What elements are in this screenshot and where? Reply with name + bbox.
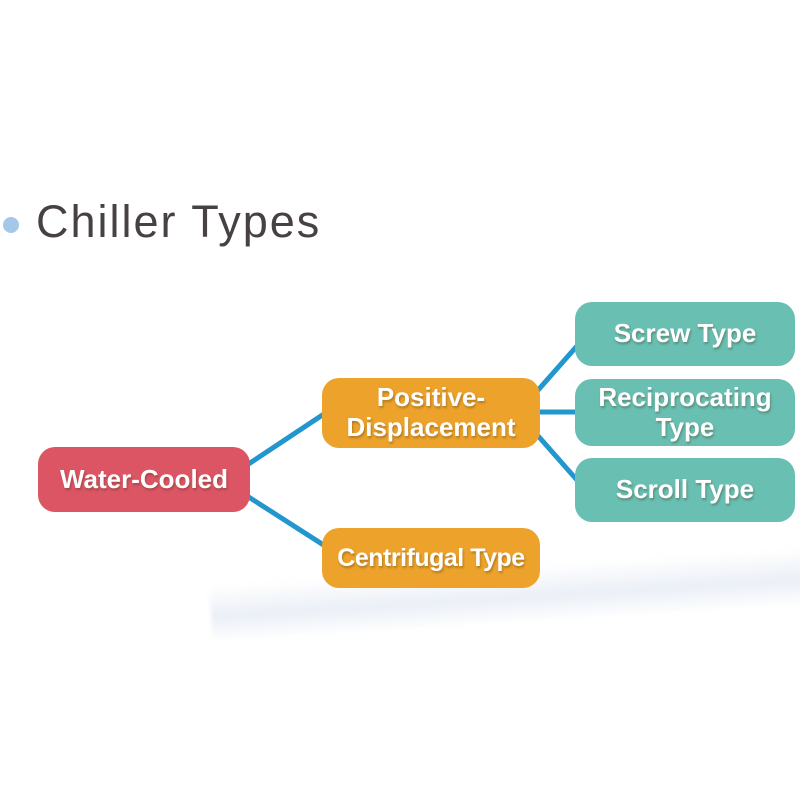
connector-water-to-positive-displacement xyxy=(241,403,339,470)
title-bullet-icon xyxy=(3,217,19,233)
page-title: Chiller Types xyxy=(36,196,322,247)
node-positive-displacement: Positive-Displacement xyxy=(322,378,540,448)
node-scroll-type: Scroll Type xyxy=(575,458,795,522)
connector-water-to-centrifugal xyxy=(241,491,339,556)
node-water-cooled: Water-Cooled xyxy=(38,447,250,512)
node-reciprocating-type: Reciprocating Type xyxy=(575,379,795,446)
node-screw-type: Screw Type xyxy=(575,302,795,366)
node-centrifugal-type: Centrifugal Type xyxy=(322,528,540,588)
